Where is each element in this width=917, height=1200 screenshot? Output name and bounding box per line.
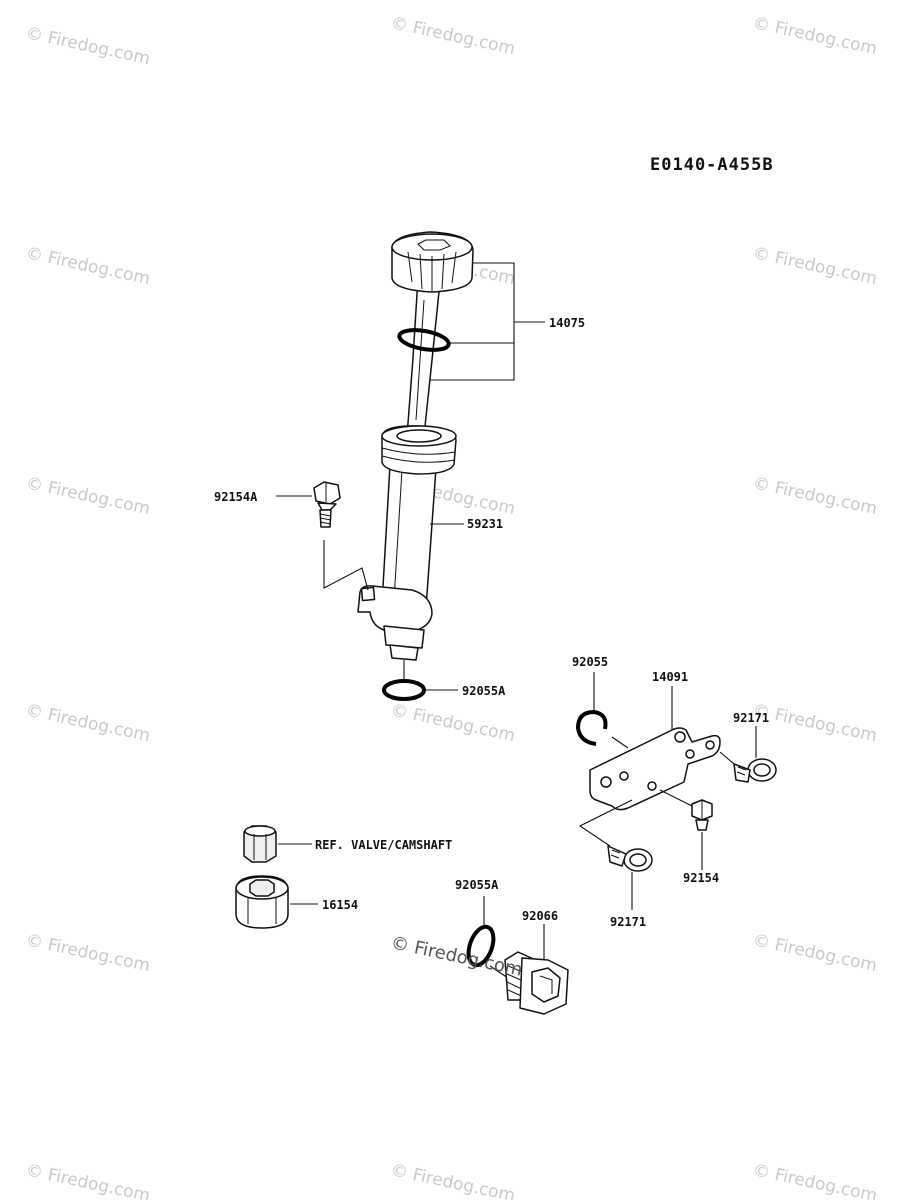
clamp-92171-bottom	[607, 845, 653, 872]
watermark: © Firedog.com	[389, 1160, 517, 1200]
leader-92055A-top	[403, 660, 458, 691]
oil-filler-tube-59231	[357, 425, 457, 661]
watermark: © Firedog.com	[751, 473, 879, 519]
leader-92154	[659, 789, 703, 870]
leader-14075	[430, 262, 545, 381]
camshaft-gear-ref	[243, 825, 277, 863]
label-92055: 92055	[572, 655, 608, 669]
bolt-92154A	[313, 481, 341, 528]
leader-92171-right	[719, 726, 757, 765]
o-ring-92055A-bottom	[466, 924, 496, 968]
label-92171-right: 92171	[733, 711, 769, 725]
watermark: © Firedog.com	[751, 243, 879, 289]
leader-92055	[593, 672, 629, 749]
label-92055A-bottom: 92055A	[455, 878, 499, 892]
label-14091: 14091	[652, 670, 688, 684]
watermark-overlay: © Firedog.com	[389, 932, 524, 980]
watermark: © Firedog.com	[751, 13, 879, 59]
label-16154: 16154	[322, 898, 358, 912]
dipstick-14075	[391, 231, 474, 437]
watermark: © Firedog.com	[24, 23, 152, 69]
label-92154: 92154	[683, 871, 719, 885]
watermark-layer: © Firedog.com © Firedog.com © Firedog.co…	[24, 13, 879, 1200]
label-92066: 92066	[522, 909, 558, 923]
watermark: © Firedog.com	[389, 13, 517, 59]
label-59231: 59231	[467, 517, 503, 531]
leader-92055A-bottom	[483, 896, 509, 979]
rotor-16154	[235, 875, 289, 929]
label-92171-bottom: 92171	[610, 915, 646, 929]
diagram-code: E0140-A455B	[650, 155, 774, 175]
watermark: © Firedog.com	[389, 700, 517, 746]
watermark: © Firedog.com	[751, 700, 879, 746]
watermark: © Firedog.com	[24, 930, 152, 976]
label-92154A: 92154A	[214, 490, 258, 504]
watermark: © Firedog.com	[24, 473, 152, 519]
label-92055A-top: 92055A	[462, 684, 506, 698]
watermark: © Firedog.com	[24, 1160, 152, 1200]
watermark: © Firedog.com	[751, 930, 879, 976]
watermark: © Firedog.com	[751, 1160, 879, 1200]
o-ring-92055A	[382, 679, 426, 701]
clamp-92171-right	[733, 758, 777, 783]
label-ref-valve-camshaft: REF. VALVE/CAMSHAFT	[315, 838, 452, 852]
bolt-92154	[691, 799, 713, 831]
drain-plug-92066	[504, 951, 569, 1015]
clip-92055	[575, 709, 608, 746]
watermark: © Firedog.com	[24, 700, 152, 746]
bracket-14091	[589, 727, 721, 811]
leader-92171-bottom	[578, 799, 633, 910]
leader-92154A-install	[323, 540, 369, 591]
watermark: © Firedog.com	[24, 243, 152, 289]
label-14075: 14075	[549, 316, 585, 330]
